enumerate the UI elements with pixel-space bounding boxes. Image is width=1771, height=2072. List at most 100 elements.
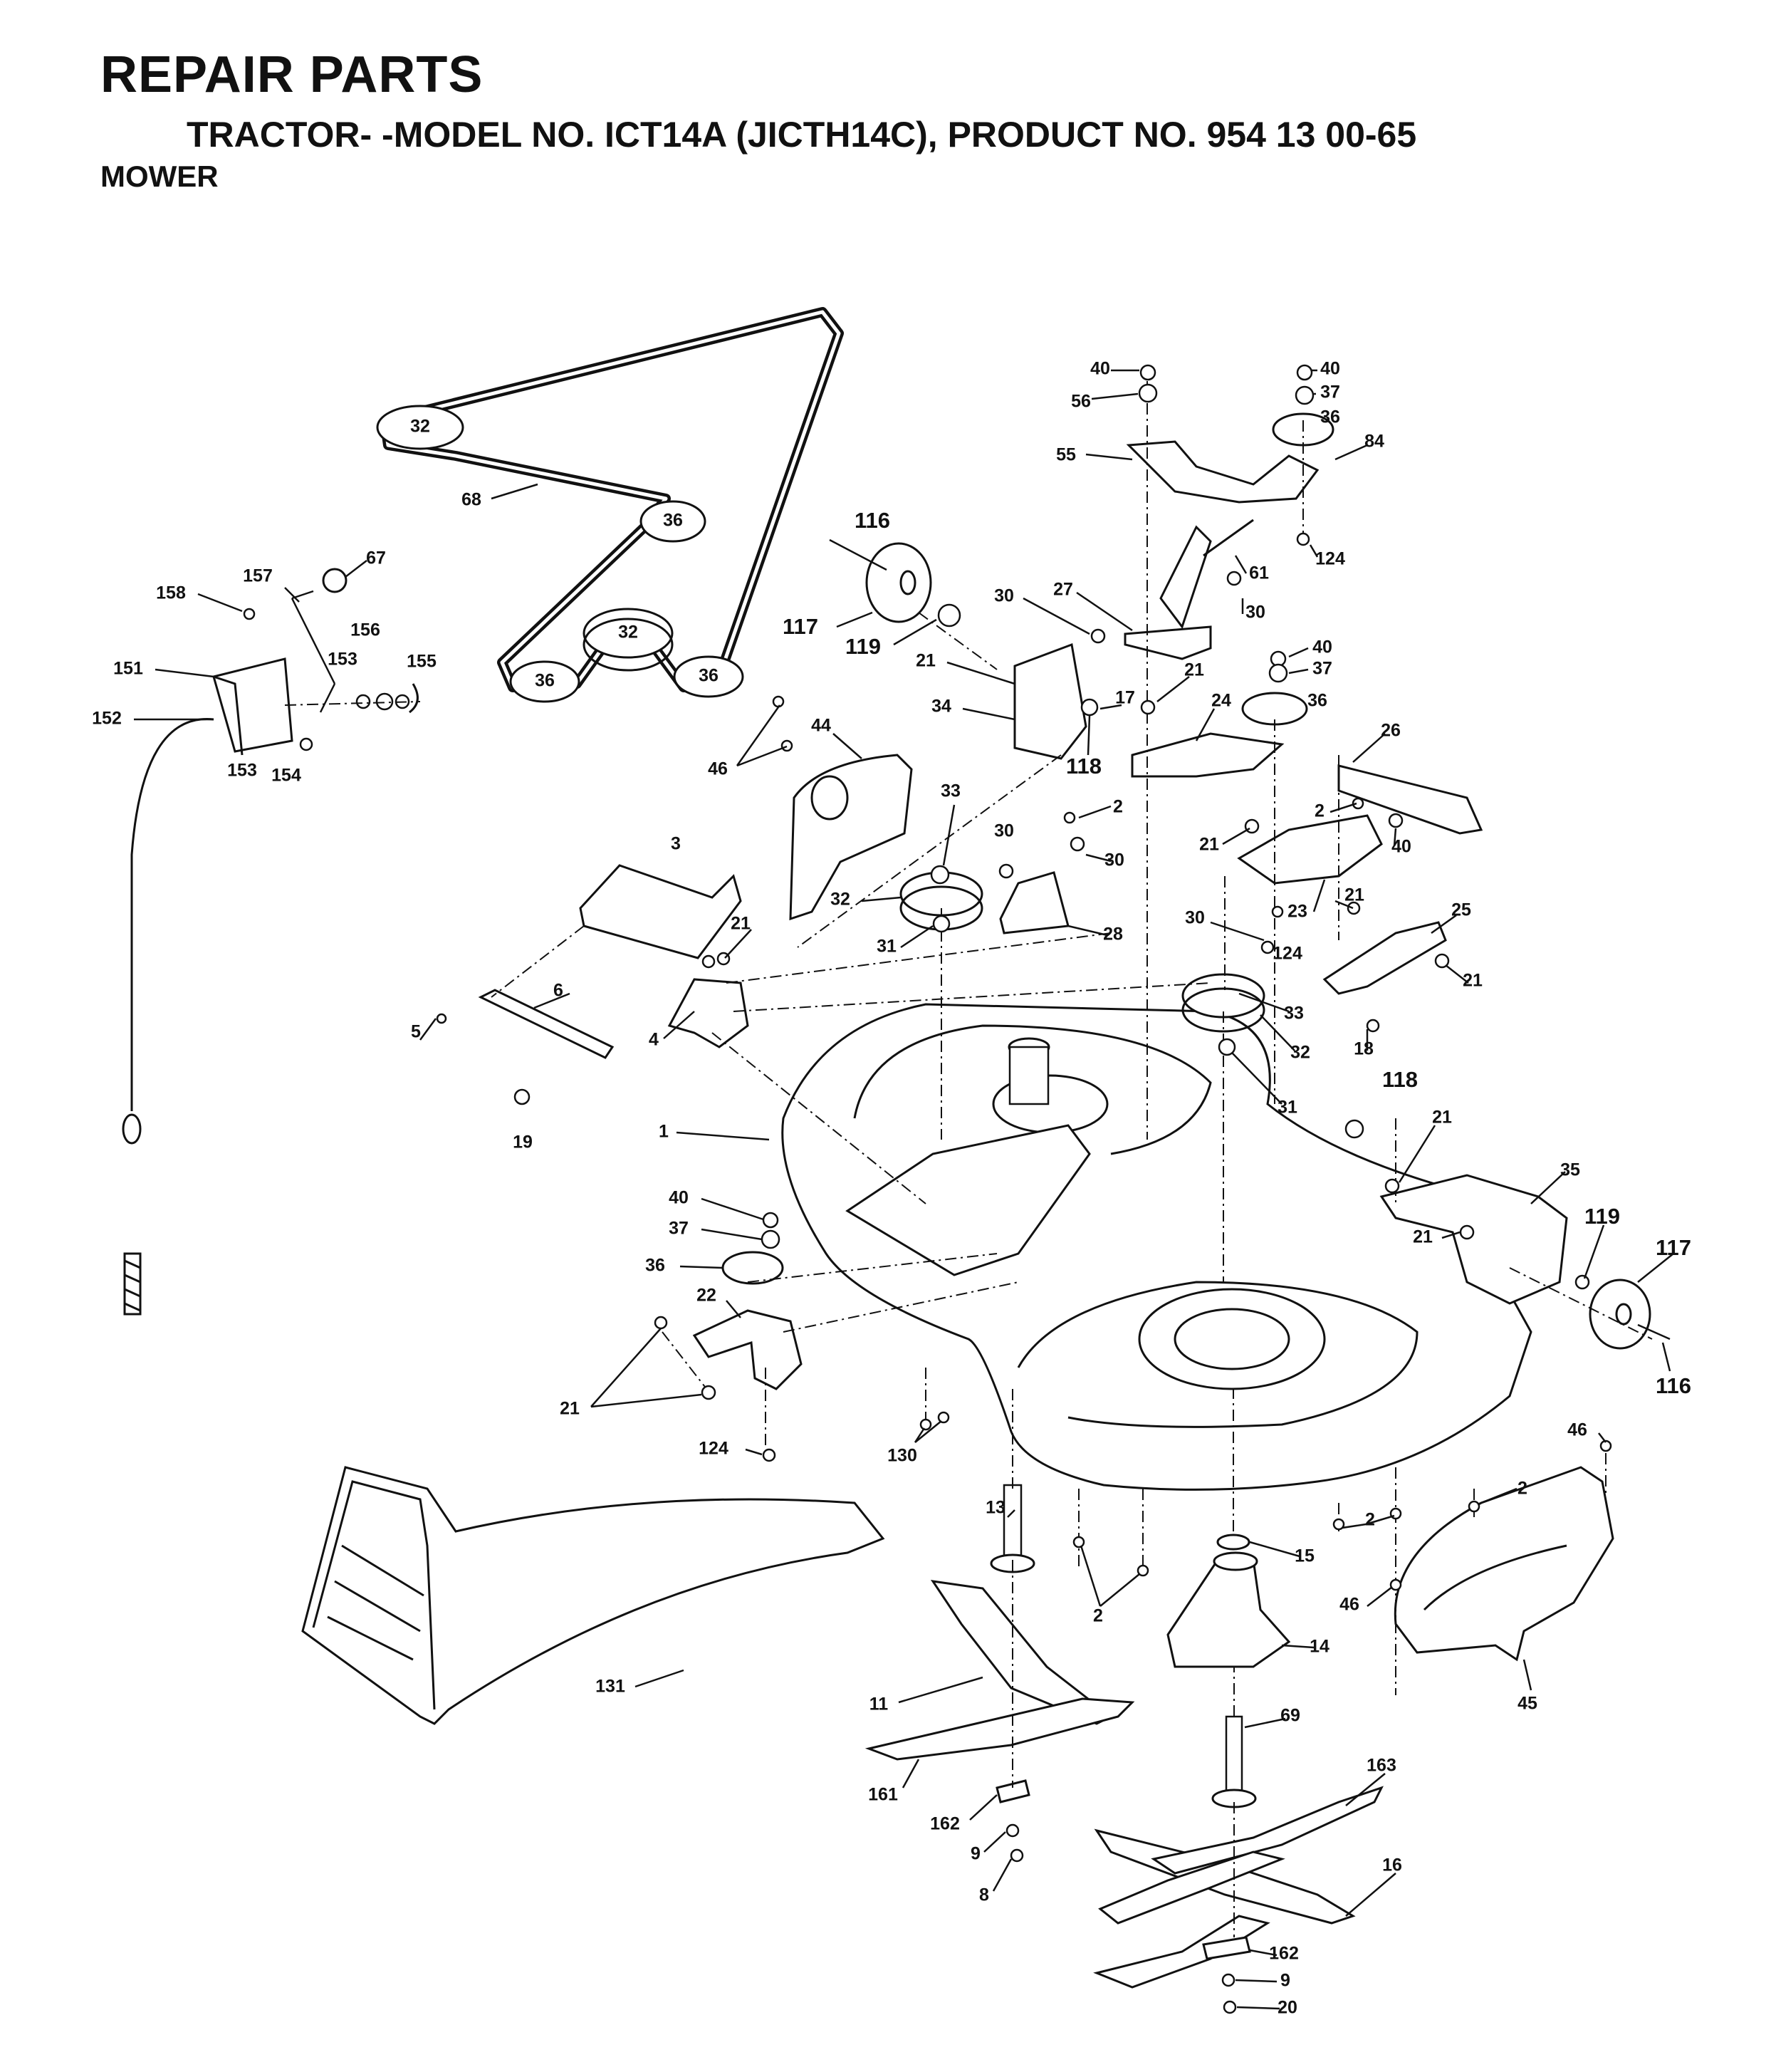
callout-130: 130	[887, 1446, 917, 1466]
lift-cable-152	[130, 718, 214, 1111]
washer-162-upper	[996, 1779, 1030, 1803]
callout-16: 16	[1382, 1855, 1402, 1875]
callout-31: 31	[1278, 1098, 1297, 1118]
callout-157: 157	[243, 566, 273, 586]
callout-162: 162	[930, 1814, 960, 1834]
callout-33: 33	[1284, 1004, 1304, 1024]
callout-116: 116	[1656, 1373, 1691, 1398]
bracket-3	[579, 864, 742, 959]
callout-4: 4	[649, 1030, 659, 1050]
callout-21: 21	[1413, 1227, 1433, 1247]
callout-124: 124	[1315, 549, 1345, 569]
callout-30: 30	[1185, 908, 1205, 928]
blade-163	[1151, 1786, 1384, 1875]
callout-21: 21	[1199, 835, 1219, 855]
belt-pulley-32-center	[583, 608, 674, 659]
callout-40: 40	[1090, 359, 1110, 379]
callout-2: 2	[1517, 1479, 1527, 1499]
callout-31: 31	[877, 937, 897, 957]
callout-156: 156	[350, 620, 380, 640]
belt-pulley-36-mid	[639, 500, 706, 543]
callout-19: 19	[513, 1133, 533, 1152]
callout-1: 1	[659, 1122, 669, 1142]
callout-158: 158	[156, 583, 186, 603]
callout-69: 69	[1280, 1706, 1300, 1726]
callout-34: 34	[931, 697, 951, 717]
callout-124: 124	[699, 1439, 728, 1459]
gauge-wheel-117-left	[865, 542, 932, 623]
callout-117: 117	[783, 614, 818, 639]
callout-37: 37	[1320, 382, 1340, 402]
callout-20: 20	[1278, 1998, 1297, 2018]
callout-46: 46	[708, 759, 728, 779]
bracket-35	[1379, 1174, 1568, 1305]
belt-pulley-36-right	[673, 655, 744, 698]
callout-18: 18	[1354, 1039, 1374, 1059]
callout-46: 46	[1339, 1595, 1359, 1615]
callout-21: 21	[560, 1399, 580, 1419]
callout-116: 116	[855, 508, 890, 533]
callout-40: 40	[669, 1188, 689, 1208]
idler-arm-24	[1131, 732, 1285, 778]
knob-67	[322, 568, 348, 593]
callout-13: 13	[986, 1498, 1005, 1518]
callout-131: 131	[595, 1677, 625, 1697]
callout-61: 61	[1249, 563, 1269, 583]
discharge-deflector	[845, 1124, 1091, 1276]
callout-21: 21	[731, 914, 751, 934]
callout-45: 45	[1517, 1694, 1537, 1714]
blade-lower	[1093, 1915, 1270, 1989]
callout-15: 15	[1295, 1546, 1315, 1566]
lift-lever-assembly	[122, 568, 419, 1316]
callout-2: 2	[1315, 801, 1325, 821]
callout-30: 30	[994, 586, 1014, 606]
callout-22: 22	[696, 1286, 716, 1306]
callout-37: 37	[1312, 659, 1332, 679]
callout-46: 46	[1567, 1420, 1587, 1440]
spindle-blade-assembly	[864, 1484, 1384, 2014]
mower-deck-1	[781, 1003, 1671, 1491]
bracket-28	[999, 871, 1070, 935]
pulley-label-36: 36	[535, 671, 555, 691]
callout-9: 9	[971, 1844, 981, 1864]
deck-pulleys	[721, 871, 1265, 1285]
cable-spring	[123, 1252, 142, 1316]
callout-152: 152	[92, 709, 122, 729]
belt-guards	[478, 754, 1070, 1390]
belt-pulley-32-top	[376, 405, 464, 450]
bracket-25	[1322, 921, 1447, 995]
callout-11: 11	[869, 1694, 889, 1714]
callout-14: 14	[1310, 1637, 1329, 1657]
spindle-housing-14	[1166, 1558, 1291, 1668]
drive-belt-assembly	[376, 307, 844, 703]
callout-155: 155	[407, 652, 437, 672]
pulley-label-36: 36	[663, 511, 683, 531]
callout-68: 68	[461, 490, 481, 510]
link-6	[478, 989, 615, 1059]
callout-21: 21	[1344, 885, 1364, 905]
washer-162-lower	[1202, 1936, 1251, 1960]
model-subtitle: TRACTOR- -MODEL NO. ICT14A (JICTH14C), P…	[187, 115, 1417, 155]
callout-21: 21	[1184, 660, 1204, 680]
callout-33: 33	[941, 781, 961, 801]
callout-163: 163	[1367, 1756, 1396, 1776]
bracket-22	[692, 1309, 803, 1390]
callout-2: 2	[1093, 1606, 1103, 1626]
callout-37: 37	[669, 1219, 689, 1239]
callout-26: 26	[1381, 721, 1401, 741]
blade-adapter-alt	[1098, 1850, 1285, 1925]
washer-9-lower	[1221, 1973, 1235, 1987]
bracket-151	[212, 657, 293, 753]
callout-124: 124	[1273, 944, 1302, 964]
callout-28: 28	[1103, 925, 1123, 944]
callout-32: 32	[1290, 1043, 1310, 1063]
callout-21: 21	[1432, 1108, 1452, 1128]
hardware	[436, 364, 1612, 1591]
callout-40: 40	[1312, 637, 1332, 657]
callout-117: 117	[1656, 1235, 1691, 1260]
callout-27: 27	[1053, 580, 1073, 600]
spindle-shaft-69	[1225, 1715, 1243, 1796]
callout-17: 17	[1115, 688, 1135, 708]
adapter-13	[1003, 1484, 1023, 1558]
